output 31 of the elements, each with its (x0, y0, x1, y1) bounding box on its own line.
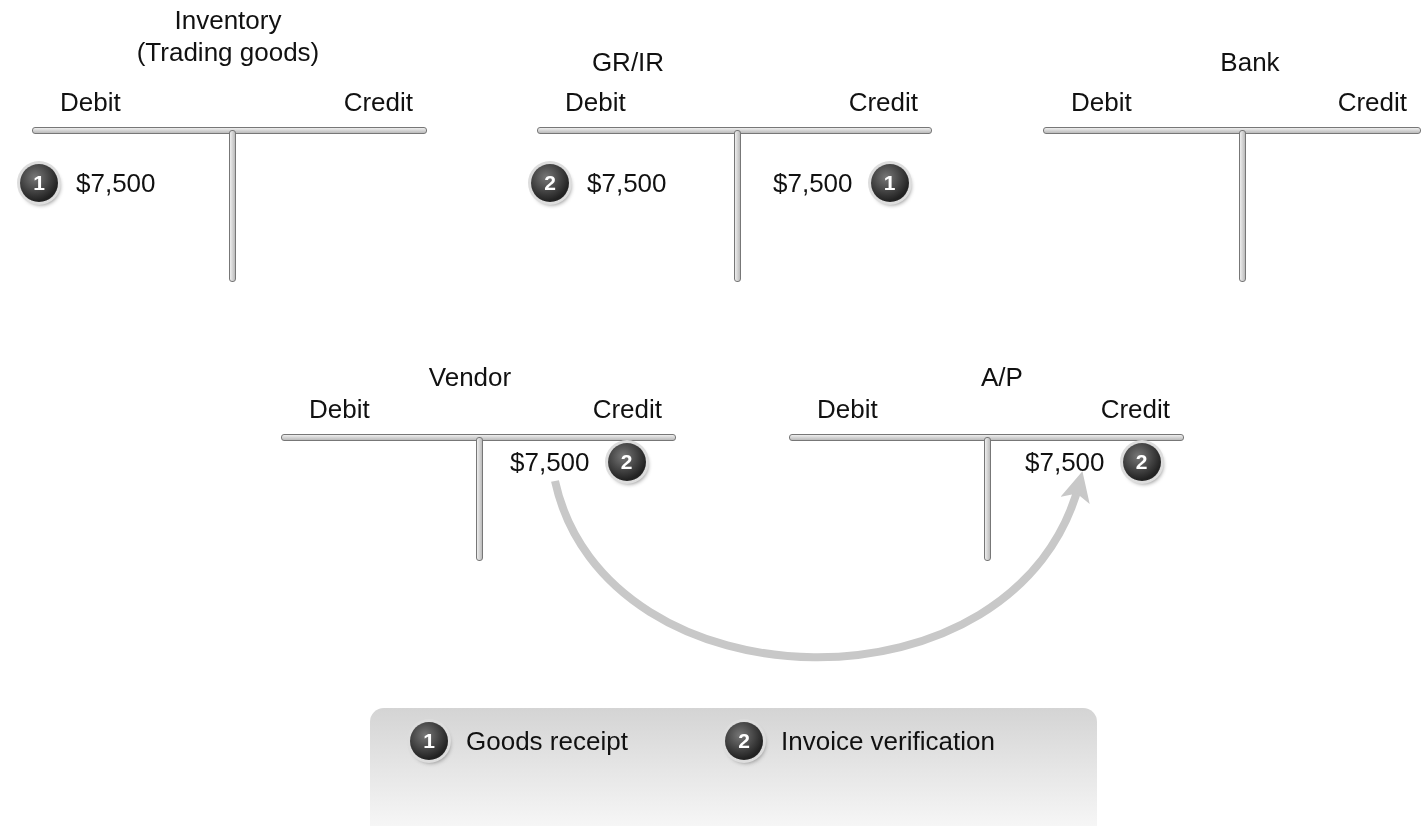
credit-label: Credit (1100, 394, 1170, 424)
credit-label: Credit (592, 394, 662, 424)
callout-number: 2 (725, 722, 763, 760)
account-title: A/P (980, 361, 1024, 393)
legend-panel (370, 708, 1097, 826)
curved-arrow (551, 471, 1087, 662)
amount-text: $7,500 (510, 447, 590, 477)
account-title: Bank (1219, 46, 1281, 78)
credit-label: Credit (1337, 87, 1407, 117)
amount-text: $7,500 (1025, 447, 1105, 477)
debit-label: Debit (817, 394, 878, 424)
step-description: Invoice verification (781, 726, 995, 756)
amount-text: $7,500 (587, 168, 667, 198)
debit-label: Debit (1071, 87, 1132, 117)
account-title: Inventory (Trading goods) (135, 4, 321, 68)
callout-number: 1 (870, 164, 909, 202)
amount-text: $7,500 (773, 168, 853, 198)
amount-text: $7,500 (76, 168, 156, 198)
callout-number: 1 (20, 164, 58, 202)
debit-label: Debit (565, 87, 626, 117)
credit-label: Credit (848, 87, 918, 117)
callout-number: 2 (607, 443, 646, 481)
step-description: Goods receipt (466, 726, 628, 756)
callout-number: 2 (531, 164, 569, 202)
credit-label: Credit (343, 87, 413, 117)
account-title: GR/IR (590, 46, 666, 78)
callout-number: 2 (1122, 443, 1161, 481)
debit-label: Debit (309, 394, 370, 424)
debit-label: Debit (60, 87, 121, 117)
account-title: Vendor (427, 361, 513, 393)
callout-number: 1 (410, 722, 448, 760)
